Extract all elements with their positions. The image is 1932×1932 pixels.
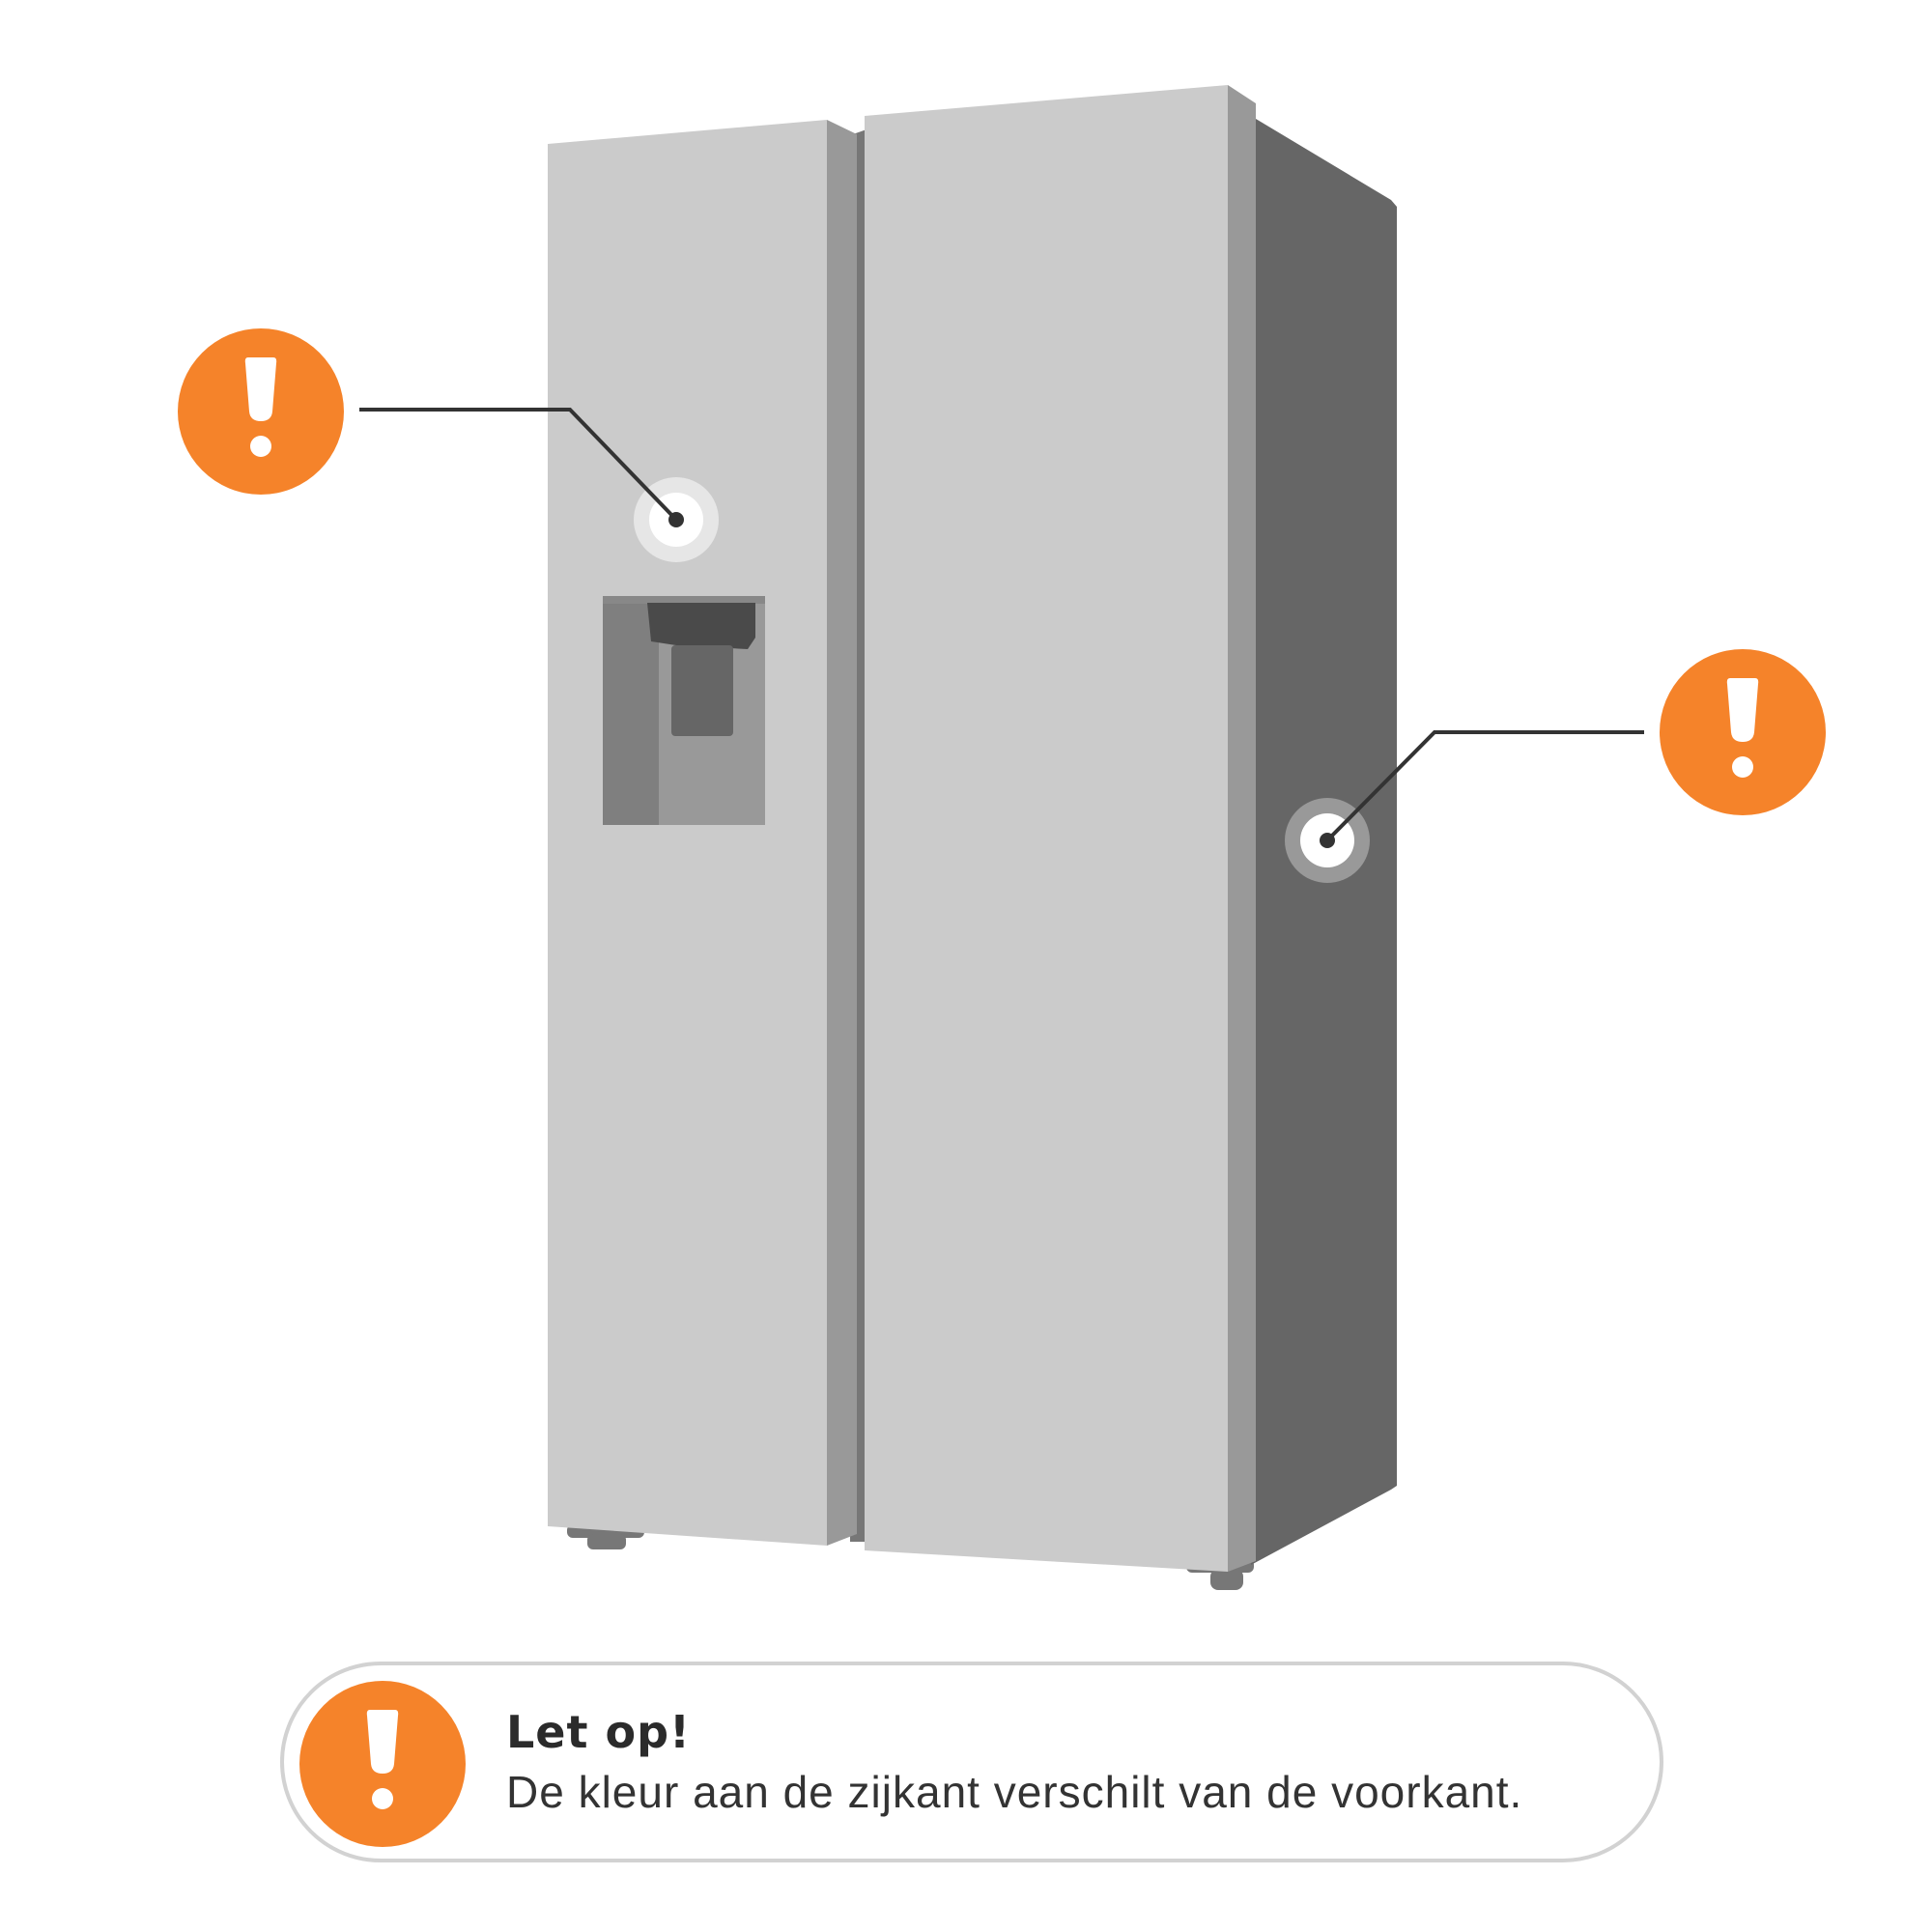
notice-title: Let op!: [506, 1706, 692, 1758]
water-dispenser: [603, 596, 765, 825]
marker-front: [359, 408, 719, 562]
notice-text: De kleur aan de zijkant verschilt van de…: [506, 1767, 1523, 1817]
leader-line-side: [1325, 730, 1644, 842]
leader-line-front: [359, 408, 678, 522]
left-door-front: [548, 120, 827, 1546]
marker-side: [1285, 730, 1644, 883]
left-door-edge: [827, 120, 857, 1546]
right-door-front: [865, 85, 1228, 1572]
notice-banner: Let op! De kleur aan de zijkant verschil…: [280, 1662, 1663, 1862]
exclamation-circle-icon: [178, 328, 344, 495]
exclamation-circle-icon: [1660, 649, 1826, 815]
exclamation-circle-icon: [299, 1681, 466, 1847]
right-door-edge: [1228, 85, 1256, 1572]
